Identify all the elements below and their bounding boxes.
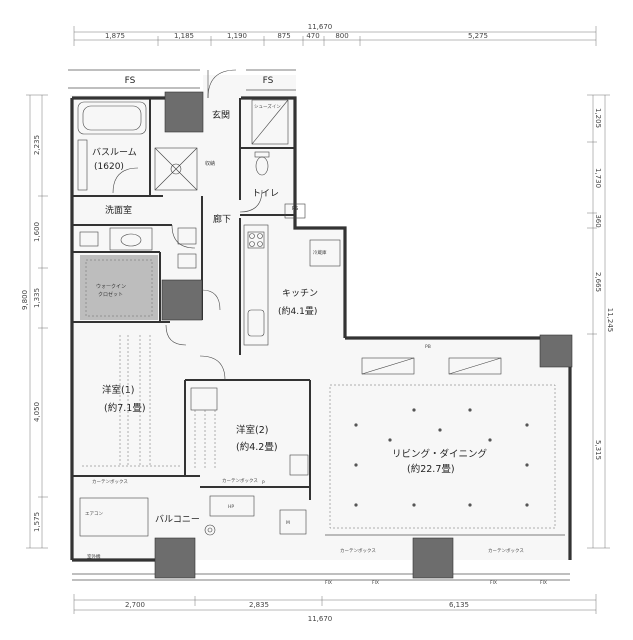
curtain-box-label-4: カーテンボックス <box>488 547 524 554</box>
right-dimension-lines: 1,205 1,730 360 2,665 5,315 11,245 <box>587 94 614 549</box>
left-dimension-4: 4,050 <box>33 402 41 422</box>
shoe-closet-label: シューズイン <box>254 103 281 110</box>
top-dimension-2: 1,185 <box>174 32 194 40</box>
top-dimension-7: 5,275 <box>468 32 488 40</box>
kitchen-size: (約4.1畳) <box>278 305 317 317</box>
western-room-2: 洋室(2) (約4.2畳) カーテンボックス <box>190 355 309 484</box>
refrigerator-space <box>309 239 341 267</box>
recessed-lights <box>354 408 529 507</box>
exterior-walls <box>70 96 572 581</box>
top-dimension-1: 1,875 <box>105 32 125 40</box>
bottom-dimension-2: 2,835 <box>249 601 269 609</box>
right-dimension-3: 360 <box>594 214 602 227</box>
vanity-sink <box>109 227 153 251</box>
column-bottom-left <box>154 537 196 579</box>
hall-label: 廊下 <box>213 213 231 225</box>
entrance-label: 玄関 <box>212 109 230 121</box>
bathroom-label: バスルーム <box>92 147 137 158</box>
walk-in-closet-label-2: クロゼット <box>98 291 123 298</box>
washroom-label: 洗面室 <box>105 204 132 216</box>
bathroom-size: (1620) <box>94 162 124 172</box>
top-dimension-6: 800 <box>335 32 348 40</box>
right-dimension-4: 2,665 <box>594 272 602 292</box>
right-dimension-5: 5,315 <box>594 440 602 460</box>
balcony-unit-label: 室外機 <box>87 553 101 560</box>
kitchen: 冷蔵庫 キッチン (約4.1畳) PS <box>243 203 341 346</box>
storage-vertical-label: 収納 <box>205 160 215 167</box>
left-dimension-5: 1,575 <box>33 512 41 532</box>
living-dining-size: (約22.7畳) <box>407 463 455 475</box>
column-right <box>539 334 573 368</box>
bathroom: バスルーム (1620) <box>77 101 147 194</box>
fix-label-1: FIX <box>325 580 332 586</box>
shoe-closet <box>251 99 289 145</box>
ceiling-outline <box>329 384 556 529</box>
kitchen-label: キッチン <box>282 288 318 299</box>
living-dining: リビング・ダイニング (約22.7畳) PB カーテンボックス カーテンボックス… <box>325 344 565 586</box>
bottom-dimension-3: 6,135 <box>449 601 469 609</box>
living-dining-label: リビング・ダイニング <box>392 448 488 460</box>
balcony-label: バルコニー <box>155 514 200 525</box>
column-bottom-mid <box>412 537 454 579</box>
western-room-1-size: (約7.1畳) <box>104 402 146 414</box>
interior-walls <box>72 98 311 500</box>
curtain-box-label-2: カーテンボックス <box>222 477 258 484</box>
pb-label: PB <box>425 344 431 350</box>
fix-label-2: FIX <box>372 580 379 586</box>
balcony: エアコン 室外機 バルコニー HP M P <box>79 480 307 560</box>
hall: 廊下 <box>165 213 231 346</box>
western-room-1: 洋室(1) (約7.1畳) カーテンボックス <box>82 335 180 485</box>
top-total-dimension: 11,670 <box>308 23 333 31</box>
laundry-area: 収納 <box>154 147 215 191</box>
bottom-dimension-1: 2,700 <box>125 601 145 609</box>
walk-in-closet: ウォークイン クロゼット <box>85 259 153 317</box>
left-dimension-lines: 9,800 2,235 1,600 1,335 4,050 1,575 <box>21 94 48 549</box>
column-mid-left <box>161 279 203 321</box>
washroom: 洗面室 <box>79 204 197 269</box>
left-total-dimension: 9,800 <box>21 290 29 310</box>
right-dimension-1: 1,205 <box>594 108 602 128</box>
left-dimension-2: 1,600 <box>33 222 41 242</box>
bathtub <box>77 101 147 135</box>
entrance: 玄関 シューズイン <box>207 69 289 145</box>
toilet-label: トイレ <box>252 189 279 199</box>
top-dimension-lines: 11,670 1,875 1,185 1,190 875 470 800 5,2… <box>73 23 597 46</box>
hp-label: HP <box>228 504 234 510</box>
walk-in-closet-label: ウォークイン <box>96 283 126 290</box>
bottom-dimension-lines: 2,700 2,835 6,135 11,670 <box>73 594 597 623</box>
fs-zones: FS FS <box>68 69 296 91</box>
bottom-total-dimension: 11,670 <box>308 615 333 623</box>
western-room-2-label: 洋室(2) <box>236 424 268 436</box>
structural-columns <box>154 91 573 579</box>
right-total-dimension: 11,245 <box>606 308 614 333</box>
toilet-room: トイレ <box>239 151 279 213</box>
fridge-label: 冷蔵庫 <box>313 249 327 256</box>
hp-unit <box>209 495 255 517</box>
curtain-box-label-1: カーテンボックス <box>92 478 128 485</box>
right-dimension-2: 1,730 <box>594 168 602 188</box>
column-top-left <box>164 91 204 133</box>
curtain-box-label-3: カーテンボックス <box>340 547 376 554</box>
western-room-2-size: (約4.2畳) <box>236 441 278 453</box>
top-dimension-4: 875 <box>277 32 290 40</box>
left-dimension-3: 1,335 <box>33 288 41 308</box>
fs-left-label: FS <box>125 76 136 86</box>
p-label: P <box>262 480 265 486</box>
fix-label-4: FIX <box>540 580 547 586</box>
left-dimension-1: 2,235 <box>33 135 41 155</box>
ps-label: PS <box>292 206 298 212</box>
western-room-1-label: 洋室(1) <box>102 384 134 396</box>
ac-label: エアコン <box>85 511 103 517</box>
fix-label-3: FIX <box>490 580 497 586</box>
floor-area <box>70 75 570 560</box>
kitchen-counter <box>243 224 269 346</box>
mm-label: M <box>286 520 290 526</box>
top-dimension-3: 1,190 <box>227 32 247 40</box>
fs-right-label: FS <box>263 76 274 86</box>
top-dimension-5: 470 <box>306 32 319 40</box>
